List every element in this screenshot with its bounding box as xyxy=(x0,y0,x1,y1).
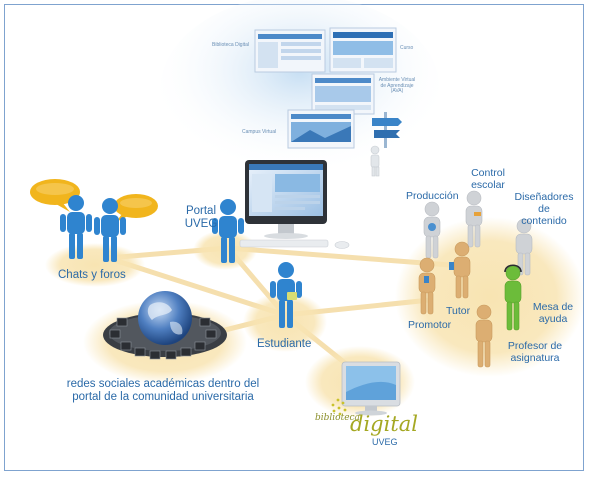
staff-mesa-ayuda-icon xyxy=(504,264,522,331)
student-icon xyxy=(270,262,302,328)
library-dots-icon xyxy=(331,398,347,416)
tutor-label: Tutor xyxy=(446,305,471,317)
screen-biblioteca xyxy=(254,29,326,73)
signpost-icon xyxy=(372,112,402,148)
globe-network-icon xyxy=(103,291,227,360)
biblioteca-logo-line3: UVEG xyxy=(372,437,398,447)
chats-foros-label: Chats y foros xyxy=(58,269,126,281)
staff-promotor-icon xyxy=(418,257,436,315)
screen-curso xyxy=(329,27,397,73)
biblioteca-logo-line2: digital xyxy=(350,412,418,436)
screen-ava-label: Ambiente Virtual de Aprendizaje (AVA) xyxy=(378,77,416,95)
control-escolar-label: Control escolar xyxy=(471,167,505,191)
chat-bubble-icon xyxy=(30,179,158,222)
walking-figure-icon xyxy=(370,145,380,177)
portal-uveg-label: Portal UVEG xyxy=(184,205,218,230)
library-monitor-icon xyxy=(341,361,401,416)
staff-disenadores-icon xyxy=(515,218,533,276)
screen-curso-label: Curso xyxy=(400,45,414,51)
portal-user-icon xyxy=(212,199,244,263)
staff-profesor-icon xyxy=(475,304,493,368)
estudiante-label: Estudiante xyxy=(257,338,312,350)
screen-ava xyxy=(311,73,375,115)
disenadores-label: Diseñadores de contenido xyxy=(514,191,574,227)
staff-control-escolar-icon xyxy=(465,190,483,248)
chat-users-icon xyxy=(60,195,126,262)
staff-produccion-icon xyxy=(423,201,441,259)
computer-icon xyxy=(239,160,350,249)
mesa-ayuda-label: Mesa de ayuda xyxy=(532,301,574,325)
redes-sociales-label: redes sociales académicas dentro del por… xyxy=(66,378,260,403)
produccion-label: Producción xyxy=(406,190,459,202)
screen-campus-label: Campus Virtual xyxy=(242,129,277,135)
profesor-label: Profesor de asignatura xyxy=(507,340,563,364)
screen-biblioteca-label: Biblioteca Digital xyxy=(212,42,249,48)
promotor-label: Promotor xyxy=(408,319,452,331)
screen-campus xyxy=(287,109,355,149)
biblioteca-logo-line1: biblioteca xyxy=(315,413,360,423)
staff-tutor-icon xyxy=(449,241,471,299)
